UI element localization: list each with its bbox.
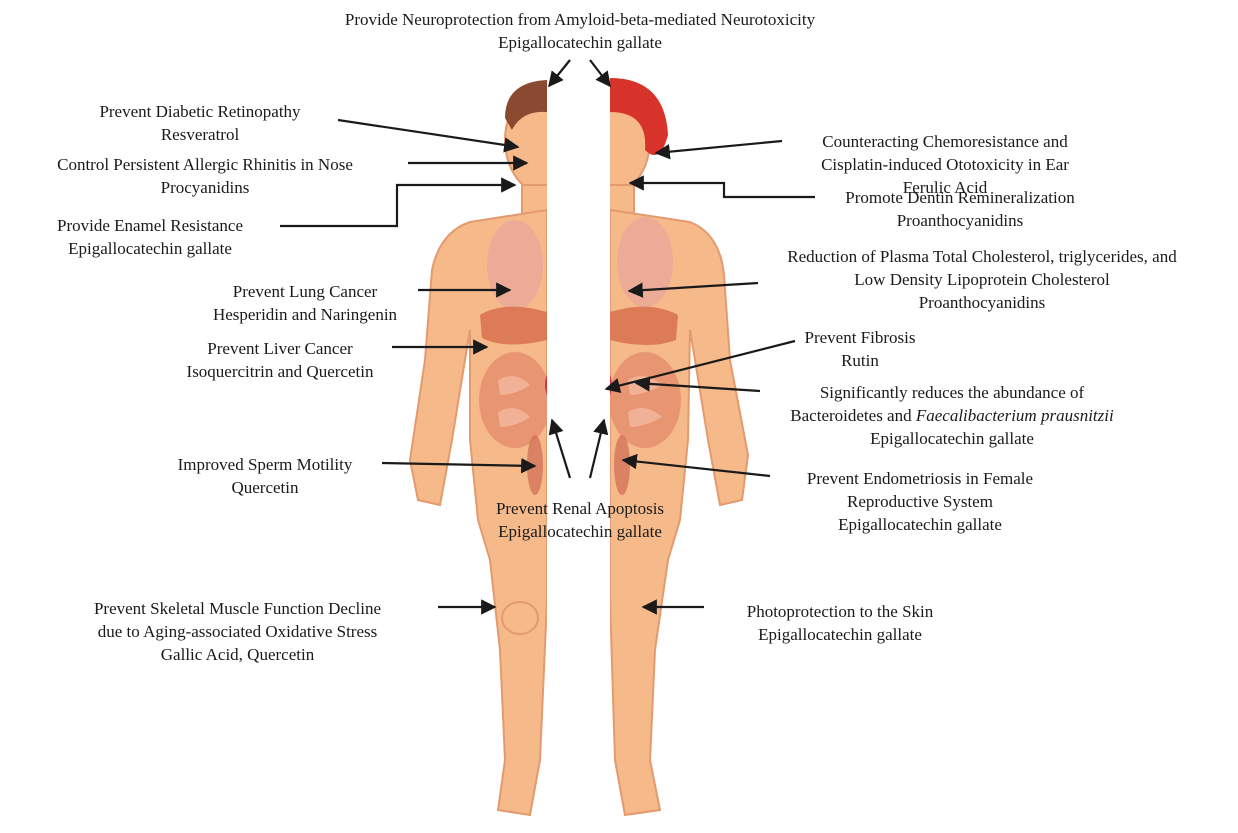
label-cholesterol: Reduction of Plasma Total Cholesterol, t… (732, 245, 1232, 314)
label-skin-compound: Epigallocatechin gallate (700, 623, 980, 646)
label-renal-effect: Prevent Renal Apoptosis (455, 497, 705, 520)
label-fibrosis: Prevent Fibrosis Rutin (760, 326, 960, 372)
label-skin: Photoprotection to the Skin Epigallocate… (700, 600, 980, 646)
label-liver-effect: Prevent Liver Cancer (170, 337, 390, 360)
label-muscle-line2: due to Aging-associated Oxidative Stress (40, 620, 435, 643)
female-liver (610, 307, 678, 345)
label-neuro-effect: Provide Neuroprotection from Amyloid-bet… (230, 8, 930, 31)
male-liver (480, 307, 547, 345)
label-endometriosis-compound: Epigallocatechin gallate (770, 513, 1070, 536)
label-muscle-line1: Prevent Skeletal Muscle Function Decline (40, 597, 435, 620)
male-lung (487, 220, 543, 310)
label-muscle-compound: Gallic Acid, Quercetin (40, 643, 435, 666)
label-enamel-compound: Epigallocatechin gallate (20, 237, 280, 260)
label-bacteroidetes-compound: Epigallocatechin gallate (752, 427, 1152, 450)
label-endometriosis: Prevent Endometriosis in Female Reproduc… (770, 467, 1070, 536)
label-neuro-compound: Epigallocatechin gallate (230, 31, 930, 54)
label-lung: Prevent Lung Cancer Hesperidin and Narin… (195, 280, 415, 326)
female-figure (570, 78, 748, 815)
label-renal-compound: Epigallocatechin gallate (455, 520, 705, 543)
label-lung-effect: Prevent Lung Cancer (195, 280, 415, 303)
label-dentin-compound: Proanthocyanidins (810, 209, 1110, 232)
label-sperm-compound: Quercetin (150, 476, 380, 499)
label-dentin-effect: Promote Dentin Remineralization (810, 186, 1110, 209)
label-bacteroidetes-line1: Significantly reduces the abundance of (752, 381, 1152, 404)
label-sperm-effect: Improved Sperm Motility (150, 453, 380, 476)
label-liver: Prevent Liver Cancer Isoquercitrin and Q… (170, 337, 390, 383)
label-bacteroidetes-line2-italic: Faecalibacterium prausnitzii (916, 406, 1114, 425)
label-endometriosis-line1: Prevent Endometriosis in Female (770, 467, 1070, 490)
label-fibrosis-compound: Rutin (760, 349, 960, 372)
label-cholesterol-line2: Low Density Lipoprotein Cholesterol (732, 268, 1232, 291)
label-endometriosis-line2: Reproductive System (770, 490, 1070, 513)
female-kidney (588, 367, 612, 403)
label-neuro: Provide Neuroprotection from Amyloid-bet… (230, 8, 930, 54)
label-cholesterol-compound: Proanthocyanidins (732, 291, 1232, 314)
label-lung-compound: Hesperidin and Naringenin (195, 303, 415, 326)
label-renal: Prevent Renal Apoptosis Epigallocatechin… (455, 497, 705, 543)
male-kidney (545, 367, 569, 403)
label-retinopathy-compound: Resveratrol (60, 123, 340, 146)
label-bacteroidetes: Significantly reduces the abundance of B… (752, 381, 1152, 450)
label-skin-effect: Photoprotection to the Skin (700, 600, 980, 623)
label-sperm: Improved Sperm Motility Quercetin (150, 453, 380, 499)
label-muscle: Prevent Skeletal Muscle Function Decline… (40, 597, 435, 666)
label-rhinitis-effect: Control Persistent Allergic Rhinitis in … (5, 153, 405, 176)
label-bacteroidetes-line2-plain: Bacteroidetes and (790, 406, 916, 425)
label-enamel-effect: Provide Enamel Resistance (20, 214, 280, 237)
male-figure (410, 80, 589, 815)
label-cholesterol-line1: Reduction of Plasma Total Cholesterol, t… (732, 245, 1232, 268)
label-bacteroidetes-line2: Bacteroidetes and Faecalibacterium praus… (752, 404, 1152, 427)
label-rhinitis-compound: Procyanidins (5, 176, 405, 199)
female-gut (609, 352, 681, 448)
label-retinopathy: Prevent Diabetic Retinopathy Resveratrol (60, 100, 340, 146)
label-enamel: Provide Enamel Resistance Epigallocatech… (20, 214, 280, 260)
label-rhinitis: Control Persistent Allergic Rhinitis in … (5, 153, 405, 199)
label-liver-compound: Isoquercitrin and Quercetin (170, 360, 390, 383)
label-ear-line2: Cisplatin-induced Ototoxicity in Ear (775, 153, 1115, 176)
label-retinopathy-effect: Prevent Diabetic Retinopathy (60, 100, 340, 123)
female-lung (617, 217, 673, 307)
label-ear-line1: Counteracting Chemoresistance and (775, 130, 1115, 153)
male-gut (479, 352, 551, 448)
label-fibrosis-effect: Prevent Fibrosis (760, 326, 960, 349)
label-dentin: Promote Dentin Remineralization Proantho… (810, 186, 1110, 232)
